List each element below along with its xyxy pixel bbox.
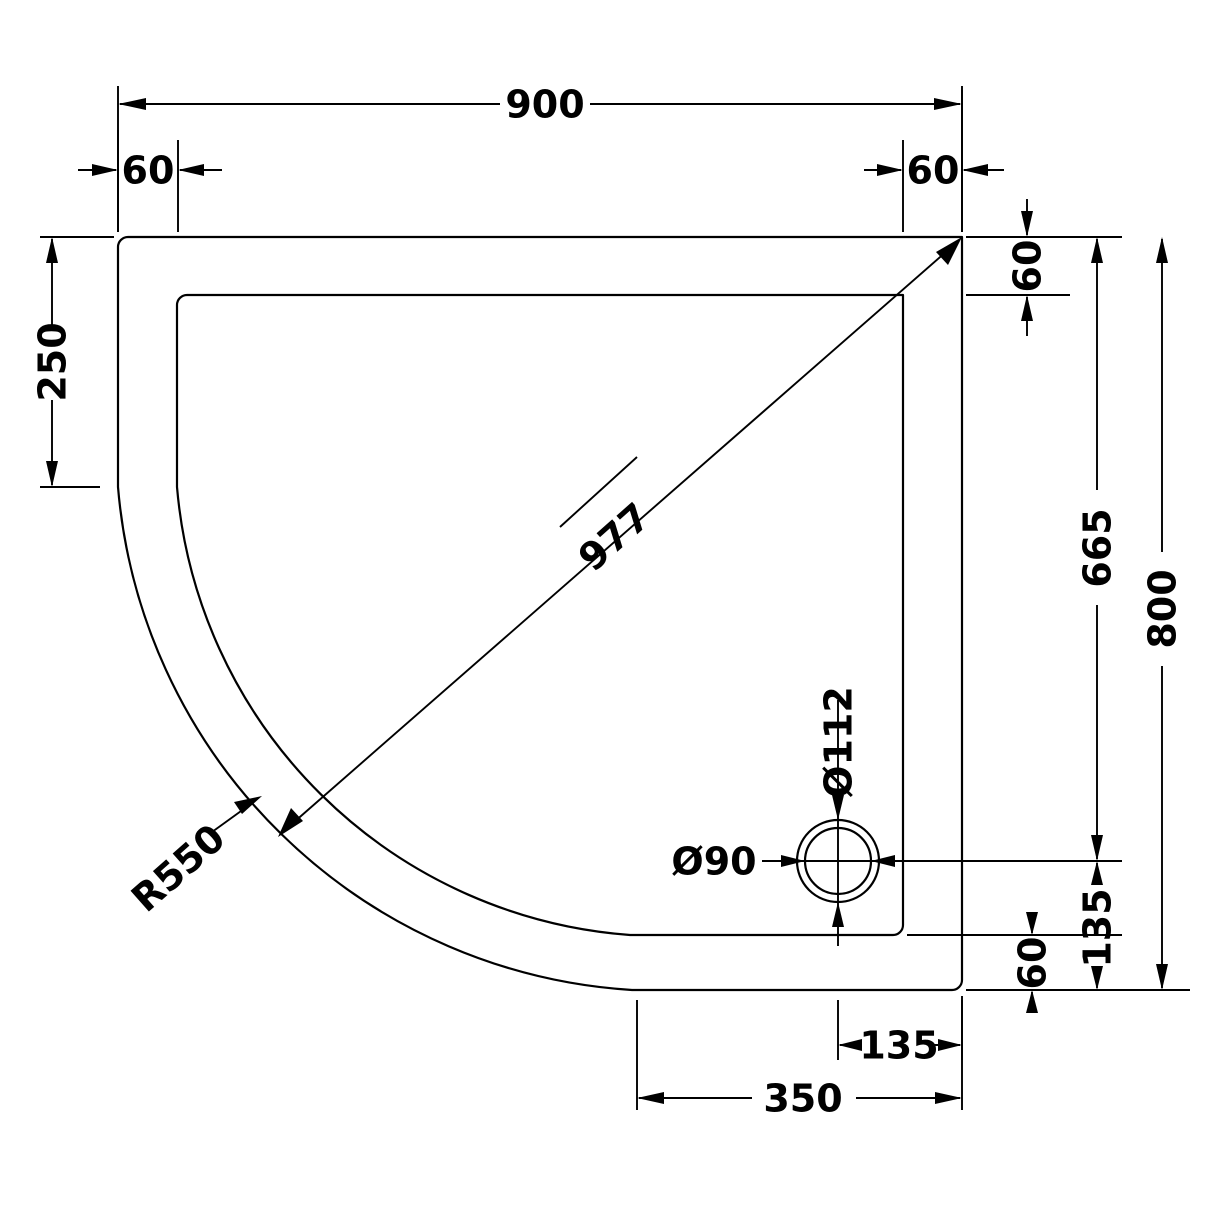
dimension-350-bottom: 350 — [636, 996, 963, 1121]
dim-60rb-arrow-top — [1026, 912, 1038, 935]
dim-250-label: 250 — [31, 322, 75, 401]
dim-135r-arrow-top — [1091, 861, 1103, 885]
dim-60tr-arrow-left — [877, 164, 903, 176]
tray-outer-edge — [116, 235, 964, 992]
dim-dia112-label: Ø112 — [817, 686, 861, 798]
dimension-135-right: 135 — [907, 861, 1122, 990]
dim-60-top-left-label: 60 — [122, 149, 175, 193]
dim-60rt-arrow-top — [1021, 211, 1033, 237]
diagonal-977-arrow-bottom — [278, 808, 303, 837]
dim-350-label: 350 — [763, 1077, 842, 1121]
dim-900-arrow-left — [118, 98, 146, 110]
r550-arrow — [234, 796, 262, 814]
dimension-800-right: 800 — [966, 237, 1190, 991]
dim-135b-arrow-left — [838, 1039, 862, 1051]
diagonal-977-line — [284, 243, 956, 831]
dim-665-arrow-top — [1091, 237, 1103, 263]
dim-900-label: 900 — [505, 83, 584, 127]
dim-60tl-arrow-right — [178, 164, 204, 176]
radius-dimension-R550: R550 — [123, 796, 262, 921]
dim-135r-arrow-bottom — [1091, 966, 1103, 990]
dim-dia90-label: Ø90 — [671, 840, 756, 884]
dimension-900-top: 900 — [117, 83, 963, 232]
dimension-dia90: Ø90 — [671, 840, 895, 884]
dim-350-arrow-right — [935, 1092, 962, 1104]
dim-dia112-arrow-bottom — [832, 902, 844, 927]
dim-665-label: 665 — [1076, 508, 1120, 587]
diagonal-977-arrow-top — [936, 237, 962, 265]
dim-135b-arrow-right — [938, 1039, 962, 1051]
dimension-dia112: Ø112 — [817, 686, 861, 927]
dim-dia112-arrow-top — [832, 795, 844, 820]
dim-800-arrow-bottom — [1156, 964, 1168, 990]
dimension-60-right-bottom: 60 — [1011, 912, 1055, 1013]
dim-665-arrow-bottom — [1091, 835, 1103, 861]
dim-250-arrow-top — [46, 237, 58, 263]
dim-350-arrow-left — [637, 1092, 664, 1104]
dim-60-right-bottom-label: 60 — [1011, 937, 1055, 990]
diagonal-977-label-leader — [559, 456, 638, 528]
dim-60-top-right-label: 60 — [907, 149, 960, 193]
dim-135-bottom-label: 135 — [859, 1024, 938, 1068]
dim-r550-label: R550 — [123, 816, 233, 921]
dimension-60-right-top: 60 — [966, 199, 1070, 336]
dim-60tr-arrow-right — [962, 164, 988, 176]
dim-dia90-arrow-left — [781, 855, 805, 867]
tray-inner-profile — [175, 293, 905, 937]
dim-135-right-label: 135 — [1076, 888, 1120, 967]
tray-outer-profile — [116, 235, 964, 992]
dim-800-arrow-top — [1156, 237, 1168, 263]
dimension-60-top-right: 60 — [864, 90, 1004, 232]
tray-inner-edge — [175, 293, 905, 937]
dim-dia90-arrow-right — [871, 855, 895, 867]
dim-977-label: 977 — [570, 494, 659, 580]
dim-60tl-arrow-left — [92, 164, 118, 176]
dim-60rb-arrow-bottom — [1026, 990, 1038, 1013]
dimension-135-bottom: 135 — [837, 1000, 963, 1068]
dimension-60-top-left: 60 — [78, 130, 222, 232]
dimension-250-left: 250 — [31, 236, 114, 488]
dim-800-label: 800 — [1141, 569, 1185, 648]
dimension-665-right: 665 — [907, 236, 1122, 862]
dim-60-right-top-label: 60 — [1006, 240, 1050, 293]
dim-250-arrow-bottom — [46, 461, 58, 487]
dim-900-arrow-right — [934, 98, 962, 110]
dim-60rt-arrow-bottom — [1021, 295, 1033, 321]
